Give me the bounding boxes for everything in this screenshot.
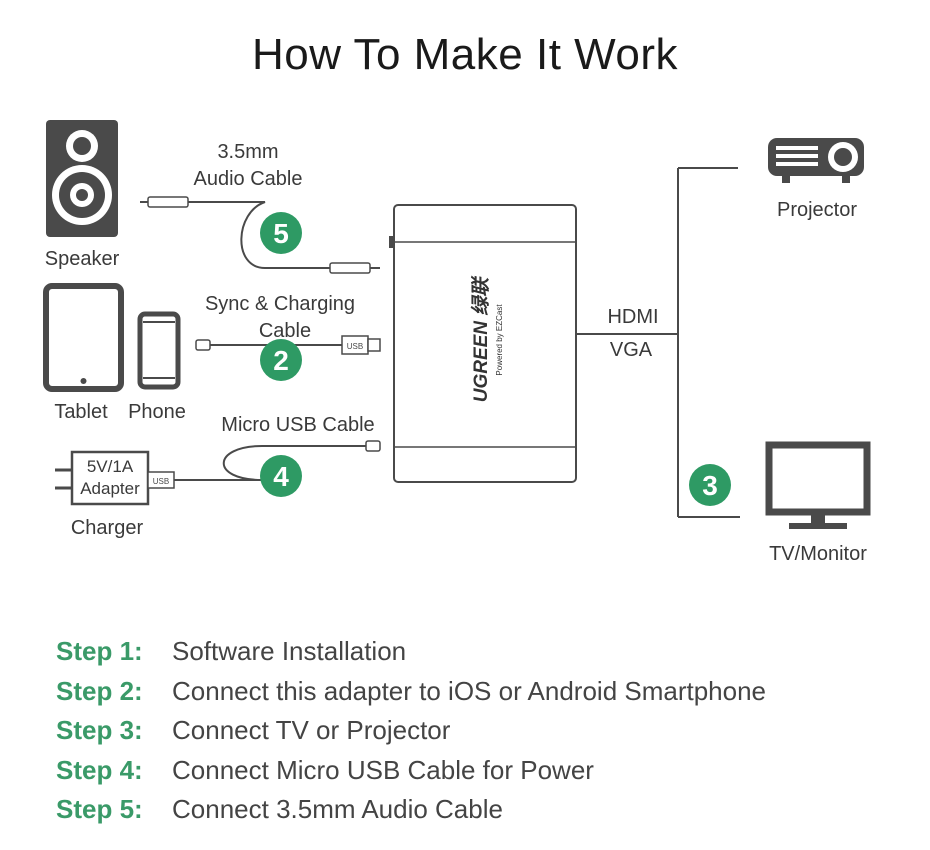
adapter-brand: UGREEN 绿联 xyxy=(470,275,492,403)
adapter-device xyxy=(389,204,577,483)
vga-label: VGA xyxy=(610,339,653,361)
charger-label: Charger xyxy=(71,517,144,539)
phone-label: Phone xyxy=(128,401,186,423)
projector-label: Projector xyxy=(777,199,857,221)
svg-text:5: 5 xyxy=(273,218,289,249)
step-2-text: Connect this adapter to iOS or Android S… xyxy=(172,675,767,706)
charger-adapter-text: Adapter xyxy=(80,479,140,498)
charger-usb-tag: USB xyxy=(153,477,169,486)
step-3: Step 3: Connect TV or Projector xyxy=(56,711,916,751)
steps-list: Step 1: Software Installation Step 2: Co… xyxy=(56,632,916,830)
step-4-text: Connect Micro USB Cable for Power xyxy=(172,754,594,785)
hdmi-label: HDMI xyxy=(607,306,658,328)
adapter-powered-by: Powered by EZCast xyxy=(495,304,504,376)
step-1-label: Step 1: xyxy=(56,636,143,667)
tv-monitor-label: TV/Monitor xyxy=(769,543,867,565)
step-badge-3: 3 xyxy=(689,464,731,506)
micro-usb-cable xyxy=(174,440,381,481)
step-4: Step 4: Connect Micro USB Cable for Powe… xyxy=(56,751,916,791)
step-5-label: Step 5: xyxy=(56,794,143,825)
svg-text:4: 4 xyxy=(273,461,289,492)
micro-usb-cable-label: Micro USB Cable xyxy=(221,414,374,436)
sync-cable-label-2: Cable xyxy=(259,320,311,342)
audio-cable-label-2: Audio Cable xyxy=(194,168,303,190)
projector-icon xyxy=(768,138,864,183)
step-3-text: Connect TV or Projector xyxy=(172,715,451,746)
tv-monitor-icon xyxy=(765,441,871,529)
sync-cable-label-1: Sync & Charging xyxy=(205,293,355,315)
charger-rating: 5V/1A xyxy=(87,457,134,476)
step-badge-2: 2 xyxy=(260,339,302,381)
speaker-icon xyxy=(46,120,118,237)
step-2: Step 2: Connect this adapter to iOS or A… xyxy=(56,672,916,712)
hdmi-vga-connection xyxy=(576,167,740,518)
step-4-label: Step 4: xyxy=(56,754,143,785)
charger-icon xyxy=(55,450,175,506)
step-3-label: Step 3: xyxy=(56,715,143,746)
step-badge-4: 4 xyxy=(260,455,302,497)
svg-text:3: 3 xyxy=(702,470,718,501)
step-2-label: Step 2: xyxy=(56,675,143,706)
step-1-text: Software Installation xyxy=(172,636,407,667)
sync-usb-tag: USB xyxy=(347,342,363,351)
connection-diagram: Speaker Tablet Phone 5V/1A Adapter USB C… xyxy=(43,120,871,565)
svg-text:2: 2 xyxy=(273,345,289,376)
audio-cable-label-1: 3.5mm xyxy=(217,141,278,163)
speaker-label: Speaker xyxy=(45,248,120,270)
tablet-icon xyxy=(43,283,124,392)
audio-cable xyxy=(140,196,380,274)
step-5: Step 5: Connect 3.5mm Audio Cable xyxy=(56,790,916,830)
page-title: How To Make It Work xyxy=(252,30,678,79)
phone-icon xyxy=(137,311,181,390)
step-5-text: Connect 3.5mm Audio Cable xyxy=(172,794,503,825)
step-1: Step 1: Software Installation xyxy=(56,632,916,672)
tablet-label: Tablet xyxy=(54,401,108,423)
step-badge-5: 5 xyxy=(260,212,302,254)
